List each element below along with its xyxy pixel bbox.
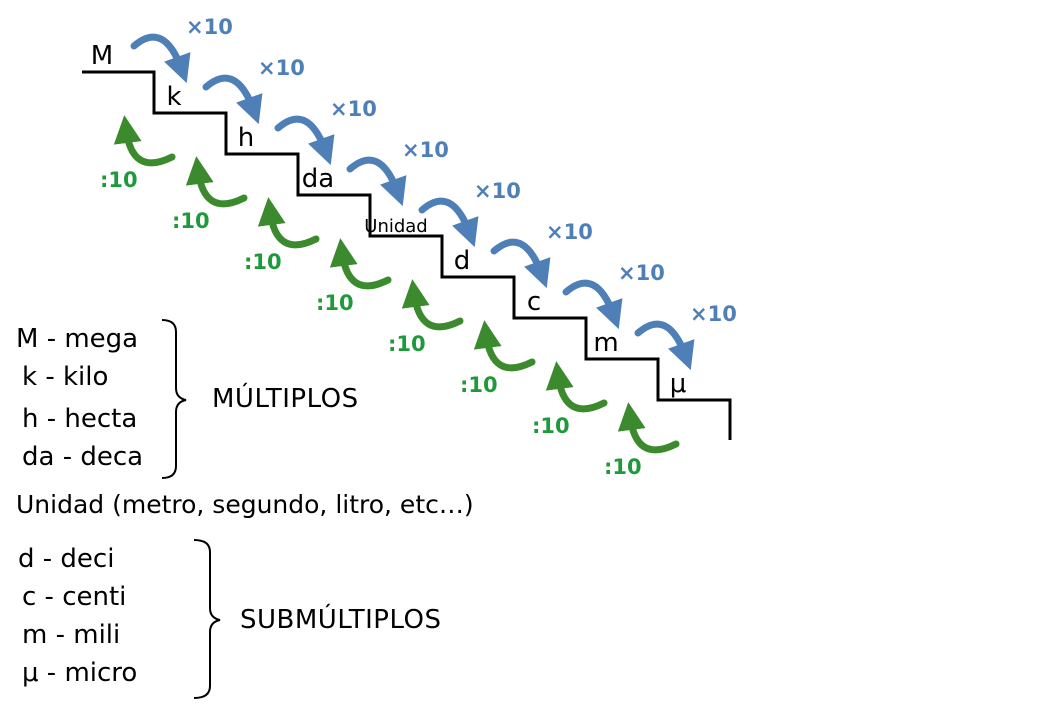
divide-label: :10: [316, 291, 354, 315]
step-label: h: [238, 123, 254, 153]
multiply-label: ×10: [330, 97, 377, 121]
multiply-label: ×10: [618, 261, 665, 285]
divide-arrow: [185, 156, 248, 208]
divide-label: :10: [244, 250, 282, 274]
divide-label: :10: [460, 373, 498, 397]
multiply-label: ×10: [402, 138, 449, 162]
divide-arrow: [473, 320, 536, 372]
multiply-arrow: [418, 197, 479, 248]
multiply-arrow: [274, 115, 335, 166]
multiply-arrow: [130, 33, 191, 84]
divide-label: :10: [172, 209, 210, 233]
staircase-line: [82, 70, 732, 440]
divide-arrow: [545, 361, 608, 413]
multiply-arrow: [562, 279, 623, 330]
divide-arrow: [329, 238, 392, 290]
divide-arrow: [113, 115, 176, 167]
step-label: M: [91, 41, 113, 71]
multiply-arrow: [634, 320, 695, 371]
step-label: d: [454, 246, 471, 276]
step-label: m: [593, 328, 618, 358]
divide-arrows: :10 :10 :10 :10 :10 :10 :10 :10: [100, 115, 680, 479]
multiply-label: ×10: [690, 302, 737, 326]
step-label: μ: [670, 369, 687, 399]
step-label: c: [527, 287, 541, 317]
divide-arrow: [617, 402, 680, 454]
multiply-arrow: [202, 74, 263, 125]
multiply-arrows: ×10 ×10 ×10 ×10 ×10 ×10 ×10 ×10: [130, 15, 737, 371]
divide-arrow: [257, 197, 320, 249]
step-label: da: [302, 164, 334, 194]
multiply-label: ×10: [186, 15, 233, 39]
multiply-arrow: [346, 156, 407, 207]
divide-arrow: [401, 279, 464, 331]
divide-label: :10: [604, 455, 642, 479]
divide-label: :10: [532, 414, 570, 438]
multiply-label: ×10: [258, 56, 305, 80]
step-label: Unidad: [364, 216, 427, 237]
step-label: k: [166, 82, 181, 112]
multiply-label: ×10: [546, 220, 593, 244]
multiply-label: ×10: [474, 179, 521, 203]
divide-label: :10: [388, 332, 426, 356]
divide-label: :10: [100, 168, 138, 192]
multiply-arrow: [490, 238, 551, 289]
